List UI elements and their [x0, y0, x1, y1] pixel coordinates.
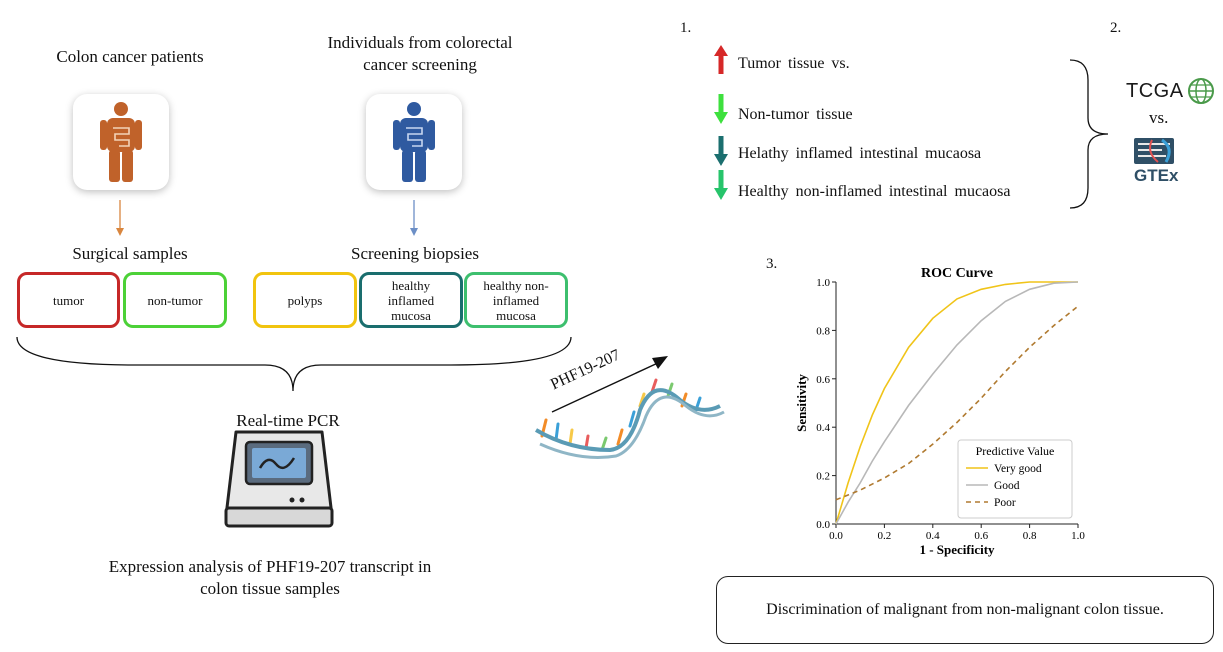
x-tick-label: 0.8 — [1023, 530, 1037, 542]
healthy-inflamed-line3: mucosa — [391, 307, 431, 323]
transcript-arrow-icon — [551, 356, 668, 413]
x-tick-label: 0.6 — [974, 530, 988, 542]
healthy-inflamed-line1: healthy — [391, 277, 431, 293]
grouping-brace — [16, 336, 572, 392]
tcga-globe-icon — [1188, 78, 1214, 104]
non-tumor-box-label: non-tumor — [147, 292, 203, 308]
healthy-non-inflamed-box: healthy non- inflamed mucosa — [464, 272, 568, 328]
screening-title-line2: cancer screening — [363, 55, 477, 74]
down-arrow-green-icon — [714, 94, 728, 124]
down-arrow-lightgreen-icon — [714, 170, 728, 200]
screening-title: Individuals from colorectal cancer scree… — [300, 32, 540, 76]
y-tick-label: 1.0 — [816, 277, 830, 289]
legend-entry: Very good — [994, 463, 1042, 475]
roc-series-good — [835, 281, 1079, 525]
tumor-tissue-item: Tumor tissue vs. — [738, 55, 850, 72]
screening-title-line1: Individuals from colorectal — [327, 33, 513, 52]
section2-number: 2. — [1110, 20, 1122, 36]
x-tick-label: 0.0 — [829, 530, 843, 542]
dna-strand-icon — [534, 378, 725, 459]
y-tick-label: 0.8 — [816, 325, 830, 337]
healthy-inflamed-line2: inflamed — [387, 292, 435, 308]
patient-icon-card — [73, 94, 169, 190]
roc-series-poor — [835, 305, 1079, 501]
expression-line1: Expression analysis of PHF19-207 transcr… — [108, 557, 432, 576]
up-arrow-red-icon — [714, 45, 728, 74]
x-tick-label: 1.0 — [1071, 530, 1085, 542]
blue-down-arrow-icon — [410, 200, 418, 236]
chart-title: ROC Curve — [921, 266, 993, 281]
databases-vs: vs. — [1149, 108, 1169, 127]
patients-title: Colon cancer patients — [56, 47, 204, 66]
healthy-non-inflamed-line1: healthy non- — [483, 277, 549, 293]
down-arrow-teal-icon — [714, 136, 728, 166]
x-tick-label: 0.2 — [878, 530, 892, 542]
legend-title: Predictive Value — [976, 444, 1055, 458]
tumor-box-label: tumor — [52, 292, 85, 308]
legend-entry: Good — [994, 480, 1020, 492]
legend-entry: Poor — [994, 497, 1016, 509]
healthy-non-inflamed-line3: mucosa — [496, 307, 536, 323]
result-text: Discrimination of malignant from non-mal… — [766, 601, 1164, 618]
section3-number: 3. — [766, 256, 778, 272]
tcga-logo-text: TCGA — [1126, 80, 1184, 102]
comparison-brace — [1069, 59, 1109, 209]
inflamed-mucosa-item: Helathy inflamed intestinal mucaosa — [738, 145, 982, 162]
pcr-label: Real-time PCR — [236, 411, 340, 430]
expression-line2: colon tissue samples — [200, 579, 340, 598]
section1-number: 1. — [680, 20, 692, 36]
polyps-box-label: polyps — [287, 292, 323, 308]
y-tick-label: 0.2 — [816, 471, 830, 483]
y-tick-label: 0.0 — [816, 519, 830, 531]
polyps-box: polyps — [253, 272, 357, 328]
healthy-non-inflamed-line2: inflamed — [492, 292, 540, 308]
tumor-box: tumor — [17, 272, 120, 328]
y-axis-label: Sensitivity — [794, 374, 809, 432]
surgical-samples-label: Surgical samples — [72, 244, 188, 263]
screening-icon-card — [366, 94, 462, 190]
screening-biopsies-label: Screening biopsies — [351, 244, 479, 263]
patient-person-icon — [100, 102, 142, 182]
legend-box — [957, 439, 1073, 519]
roc-chart: ROC Curve 0.0 0.2 0.4 0.6 0.8 1.0 0.0 0.2 0.4 0.6 0… — [790, 260, 1100, 560]
non-tumor-box: non-tumor — [123, 272, 227, 328]
screening-person-icon — [393, 102, 435, 182]
expression-analysis-text: Expression analysis of PHF19-207 transcr… — [80, 556, 460, 600]
y-tick-label: 0.4 — [816, 422, 830, 434]
gtex-logo-icon — [1134, 138, 1174, 164]
orange-down-arrow-icon — [116, 200, 124, 236]
roc-series-very-good — [835, 281, 1078, 525]
x-tick-label: 0.4 — [926, 530, 940, 542]
healthy-inflamed-box: healthy inflamed mucosa — [359, 272, 463, 328]
non-tumor-tissue-item: Non-tumor tissue — [738, 106, 853, 123]
non-inflamed-mucosa-item: Healthy non-inflamed intestinal mucaosa — [738, 183, 1011, 200]
result-box: Discrimination of malignant from non-mal… — [716, 576, 1214, 644]
gtex-logo-text: GTEx — [1134, 166, 1179, 185]
x-axis-label: 1 - Specificity — [919, 542, 995, 557]
pcr-machine-icon — [224, 430, 334, 528]
roc-chart-svg: ROC Curve 0.0 0.2 0.4 0.6 0.8 1.0 0.0 0.2 0.4 0.6 0… — [794, 266, 1085, 557]
y-tick-label: 0.6 — [816, 374, 830, 386]
